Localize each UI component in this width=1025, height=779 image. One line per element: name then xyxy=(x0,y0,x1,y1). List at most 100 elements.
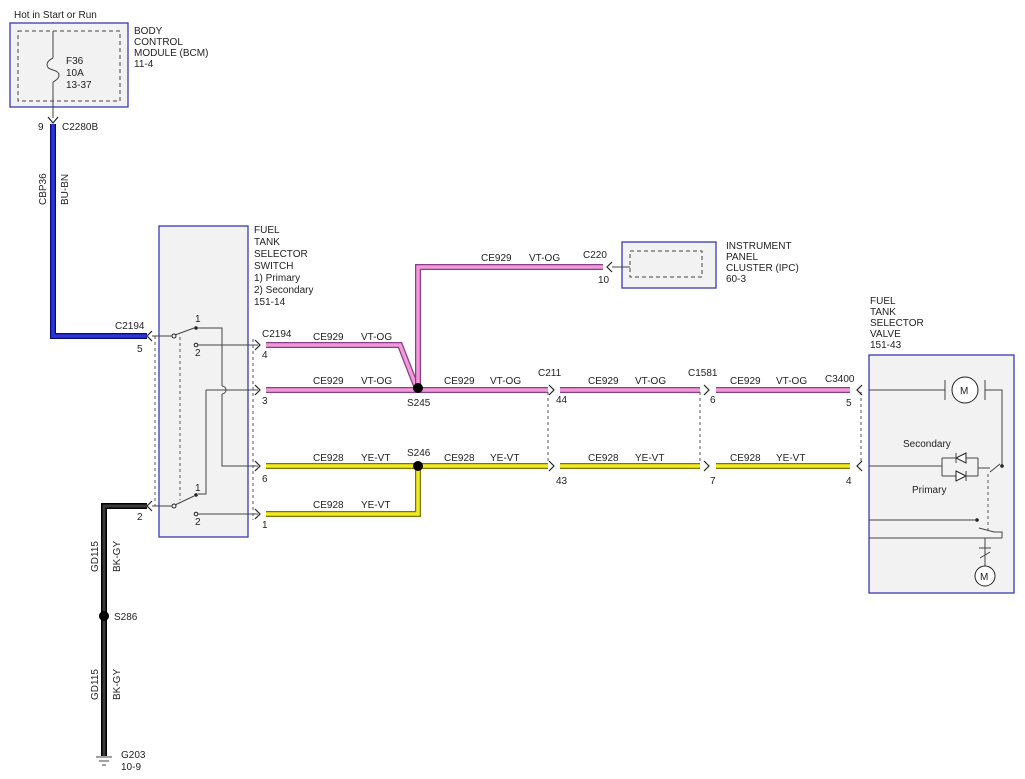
c3400-pin4: 4 xyxy=(846,476,852,487)
diode-primary-icon xyxy=(955,470,968,482)
ce929-c-circuit: CE929 xyxy=(444,376,475,387)
c3400-label: C3400 xyxy=(825,374,855,385)
c2280b-pin: 9 xyxy=(38,122,44,133)
sw-upper-pin2: 2 xyxy=(195,348,201,359)
ce929-b-circuit: CE929 xyxy=(313,376,344,387)
connector-c2194-pin5-icon xyxy=(146,330,153,342)
ipc-box xyxy=(621,241,717,289)
ce929-ipc-circuit: CE929 xyxy=(481,253,512,264)
ce928-d-circuit: CE928 xyxy=(588,453,619,464)
sw-int-3 xyxy=(221,394,258,467)
valve-slash xyxy=(979,551,991,559)
connector-c3400-pin5-icon xyxy=(856,384,863,396)
c1581-pin7: 7 xyxy=(710,476,716,487)
wire-gd115 xyxy=(102,504,147,756)
c220-label: C220 xyxy=(583,250,607,261)
ce928-a-color: YE-VT xyxy=(361,453,390,464)
c1581-pin6: 6 xyxy=(710,395,716,406)
connector-c3400-pin4-icon xyxy=(856,460,863,472)
c2194-left-pin5: 5 xyxy=(137,344,143,355)
valve-title-5: 151-43 xyxy=(870,340,902,351)
sw-lever-lower xyxy=(174,495,195,506)
motor-label-top: M xyxy=(960,386,968,397)
connector-c211-pin43-icon xyxy=(548,460,555,472)
cbp36-circuit: CBP36 xyxy=(38,173,49,205)
switch-title-5: 1) Primary xyxy=(254,273,300,284)
wire-gd115-outline xyxy=(101,503,147,756)
c2280b-label: C2280B xyxy=(62,122,98,133)
bcm-title-3: MODULE (BCM) xyxy=(134,48,208,59)
wire-ce929-ipc-outline xyxy=(415,264,603,388)
switch-box xyxy=(158,225,249,538)
gd115-a-circuit: GD115 xyxy=(90,541,101,572)
switch-title-4: SWITCH xyxy=(254,261,293,272)
ce929-a-circuit: CE929 xyxy=(313,332,344,343)
c2194-left-label: C2194 xyxy=(115,321,145,332)
ce929-e-circuit: CE929 xyxy=(730,376,761,387)
wire-ce929-ipc xyxy=(416,265,603,388)
sw-lower-pin2: 2 xyxy=(195,517,201,528)
valve-title-3: SELECTOR xyxy=(870,318,924,329)
ce929-e-color: VT-OG xyxy=(776,376,807,387)
c1581-label: C1581 xyxy=(688,368,718,379)
ce928-b-color: YE-VT xyxy=(490,453,519,464)
c3400-pin5: 5 xyxy=(846,398,852,409)
valve-switch-contact-lower xyxy=(975,518,979,522)
c2194-right-pin3: 3 xyxy=(262,396,268,407)
c2194-right-label: C2194 xyxy=(262,329,292,340)
motor-icon-top xyxy=(951,376,979,404)
fuse-ref: 13-37 xyxy=(66,80,92,91)
ground-name: G203 xyxy=(121,750,146,761)
valve-switch-contact-upper xyxy=(1000,464,1004,468)
valve-line-lower-2 xyxy=(994,531,1003,538)
connector-c1581-pin6-icon xyxy=(703,384,710,396)
ipc-title-2: PANEL xyxy=(726,252,758,263)
splice-s286-label: S286 xyxy=(114,612,138,623)
switch-title-1: FUEL xyxy=(254,225,280,236)
connector-c2280b-icon xyxy=(47,116,59,124)
connector-c2194-pin2-icon xyxy=(146,500,153,512)
connector-c2194-pin4-icon xyxy=(254,339,261,351)
wire-cbp36 xyxy=(51,124,147,338)
valve-title-4: VALVE xyxy=(870,329,901,340)
c2194-right-pin1: 1 xyxy=(262,520,268,531)
power-source-label: Hot in Start or Run xyxy=(14,10,97,21)
valve-primary-label: Primary xyxy=(912,485,946,496)
c211-label: C211 xyxy=(538,368,562,379)
connector-c2194-pin3-icon xyxy=(254,384,261,396)
ce929-b-color: VT-OG xyxy=(361,376,392,387)
splice-s245-label: S245 xyxy=(407,398,431,409)
splice-s286-dot xyxy=(99,611,109,621)
c220-pin: 10 xyxy=(598,275,610,286)
sw-lower-pin1: 1 xyxy=(195,483,201,494)
wire-ce928-c xyxy=(266,466,420,516)
ce929-ipc-color: VT-OG xyxy=(529,253,560,264)
c211-pin44: 44 xyxy=(556,395,568,406)
sw-upper-pin1: 1 xyxy=(195,314,201,325)
sw-int-2 xyxy=(198,327,223,386)
connector-c2194-pin6-icon xyxy=(254,460,261,472)
ipc-title-3: CLUSTER (IPC) xyxy=(726,263,799,274)
valve-line-motor-out xyxy=(985,389,1003,466)
splice-s246-label: S246 xyxy=(407,448,431,459)
ce929-a-color: VT-OG xyxy=(361,332,392,343)
ground-ref: 10-9 xyxy=(121,762,141,773)
ipc-inner-dashed xyxy=(629,250,703,278)
ipc-title-1: INSTRUMENT xyxy=(726,241,792,252)
sw-int-6 xyxy=(198,390,207,495)
sw-lever-upper xyxy=(174,327,195,336)
fuse-rating: 10A xyxy=(66,68,84,79)
bcm-title-2: CONTROL xyxy=(134,37,183,48)
ce928-c-circuit: CE928 xyxy=(313,500,344,511)
bcm-title-4: 11-4 xyxy=(134,59,154,70)
switch-title-6: 2) Secondary xyxy=(254,285,313,296)
bcm-title-1: BODY xyxy=(134,26,163,37)
splice-s245-dot xyxy=(413,383,423,393)
connector-c2194-pin1-icon xyxy=(254,508,261,520)
gd115-b-circuit: GD115 xyxy=(90,669,101,700)
ce929-c-color: VT-OG xyxy=(490,376,521,387)
connector-c1581-pin7-icon xyxy=(703,460,710,472)
switch-title-7: 151-14 xyxy=(254,297,286,308)
valve-secondary-label: Secondary xyxy=(903,439,951,450)
